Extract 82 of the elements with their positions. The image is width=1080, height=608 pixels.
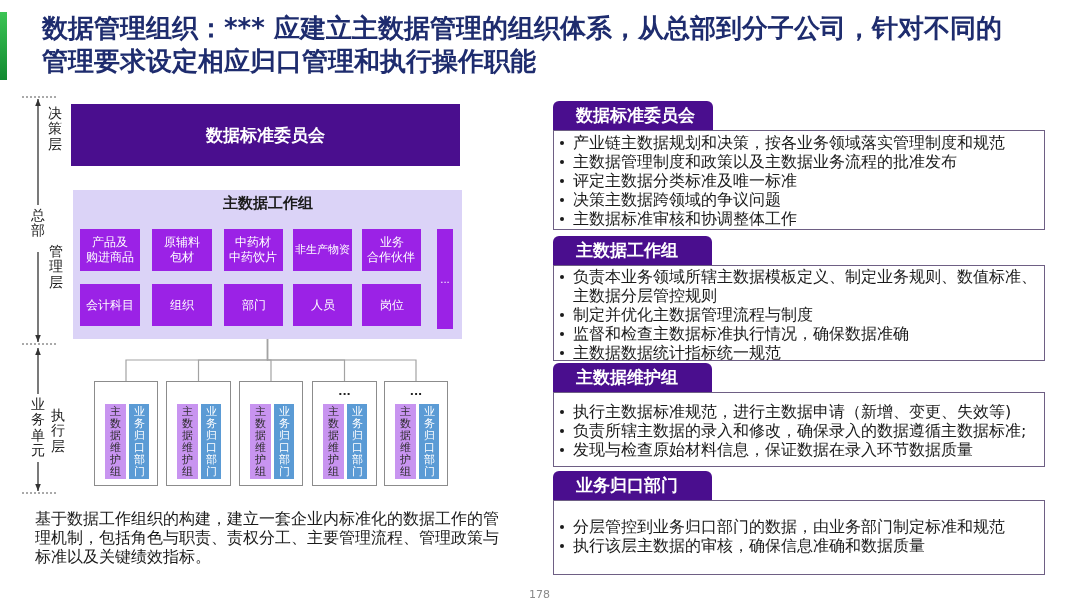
- strip-label: 主数据维护组: [255, 406, 266, 479]
- page-number: 178: [529, 588, 550, 601]
- domain-box: [152, 229, 212, 271]
- layer-label: 业务单元: [31, 397, 45, 459]
- duty-text: 评定主数据分类标准及唯一标准: [573, 171, 798, 190]
- strip-label: 主数据维护组: [110, 406, 121, 479]
- duty-text: 产业链主数据规划和决策，按各业务领域落实管理制度和规范: [573, 133, 1006, 152]
- unit-title: ...: [409, 385, 423, 398]
- domain-box: [362, 229, 421, 271]
- section-tab: [553, 471, 712, 500]
- domain-box: [224, 284, 283, 326]
- domain-box: [224, 229, 283, 271]
- duty-text: 执行该层主数据的审核，确保信息准确和数据质量: [573, 536, 926, 555]
- section-tab: [553, 236, 712, 265]
- unit-title: ...: [338, 385, 351, 398]
- domain-label: 会计科目: [86, 297, 134, 313]
- domain-label: 人员: [310, 297, 335, 313]
- domain-box: [293, 229, 352, 271]
- domain-box: [80, 284, 140, 326]
- domain-label: 业务合作伙伴: [367, 235, 416, 265]
- maintenance-strip: [250, 404, 271, 479]
- strip-label: 业务归口部门: [205, 406, 217, 479]
- domain-box: [80, 229, 140, 271]
- duty-text: 负责所辖主数据的录入和修改，确保录入的数据遵循主数据标准;: [573, 421, 1028, 440]
- layer-label: 总部: [31, 208, 45, 239]
- unit-card: [312, 381, 377, 486]
- more-box: [437, 229, 453, 329]
- duty-panel: [553, 130, 1045, 230]
- domain-label: 产品及购进商品: [85, 235, 135, 265]
- strip-label: 业务归口部门: [351, 406, 363, 479]
- committee-banner: [71, 104, 460, 166]
- page-title: 数据管理组织：*** 应建立主数据管理的组织体系，从总部到分子公司，针对不同的管理要求设定相应归口管理和执行操作职能: [42, 12, 1003, 78]
- domain-label: 岗位: [379, 297, 404, 313]
- strip-label: 业务归口部门: [278, 406, 290, 479]
- domain-box: [293, 284, 352, 326]
- domain-label: 原辅料包材: [163, 235, 201, 265]
- unit-card: [94, 381, 158, 486]
- strip-label: 主数据维护组: [328, 406, 339, 479]
- strip-label: 业务归口部门: [133, 406, 145, 479]
- duty-text: 发现与检查原始材料信息，保证数据在录入环节数据质量: [573, 440, 974, 459]
- more-label: ...: [440, 273, 450, 285]
- section-tab: [553, 363, 712, 392]
- duty-panel: [553, 265, 1045, 361]
- tab-title: 数据标准委员会: [576, 104, 695, 127]
- maintenance-strip: [323, 404, 344, 479]
- panel-title: 主数据工作组: [222, 194, 313, 213]
- domain-label: 部门: [241, 297, 266, 313]
- duty-text: 主数据管理制度和政策以及主数据业务流程的批准发布: [573, 152, 958, 171]
- domain-label: 中药材中药饮片: [229, 235, 278, 265]
- duty-text: 主数据标准审核和协调整体工作: [573, 209, 798, 228]
- duty-text: 监督和检查主数据标准执行情况，确保数据准确: [573, 324, 910, 343]
- tab-title: 业务归口部门: [576, 474, 678, 497]
- banner-title: 数据标准委员会: [206, 123, 325, 147]
- unit-card: [166, 381, 231, 486]
- tab-title: 主数据维护组: [576, 366, 678, 389]
- connector-line: [266, 338, 417, 382]
- duty-text: 分层管控到业务归口部门的数据，由业务部门制定标准和规范: [573, 517, 1006, 536]
- domain-box: [152, 284, 212, 326]
- strip-label: 主数据维护组: [182, 406, 193, 479]
- strip-label: 业务归口部门: [423, 406, 435, 479]
- duty-text: 执行主数据标准规范，进行主数据申请（新增、变更、失效等): [573, 402, 1013, 421]
- duty-panel: [553, 500, 1045, 575]
- note-text: 基于数据工作组织的构建，建立一套企业内标准化的数据工作的管理机制，包括角色与职责、责权分工、主要管理流程、管理政策与标准以及关键绩效指标。: [35, 509, 500, 566]
- domain-label: 非生产物资: [295, 243, 350, 257]
- workgroup-panel: [73, 190, 462, 339]
- strip-label: 主数据维护组: [400, 406, 411, 479]
- duty-text: 制定并优化主数据管理流程与制度: [573, 305, 814, 324]
- section-tab: [553, 101, 713, 130]
- duty-text: 负责本业务领域所辖主数据模板定义、制定业务规则、数值标准、主数据分层管控规则: [573, 267, 1038, 305]
- maintenance-strip: [395, 404, 416, 479]
- tab-title: 主数据工作组: [576, 239, 678, 262]
- layer-label: 管理层: [49, 244, 63, 291]
- unit-card: [384, 381, 448, 486]
- unit-card: [239, 381, 303, 486]
- duty-text: 主数据数据统计指标统一规范: [573, 343, 782, 362]
- duty-text: 决策主数据跨领域的争议问题: [573, 190, 782, 209]
- layer-label: 执行层: [51, 408, 65, 455]
- maintenance-strip: [177, 404, 198, 479]
- domain-label: 组织: [170, 297, 194, 313]
- maintenance-strip: [105, 404, 126, 479]
- duty-panel: [553, 392, 1045, 467]
- domain-box: [362, 284, 421, 326]
